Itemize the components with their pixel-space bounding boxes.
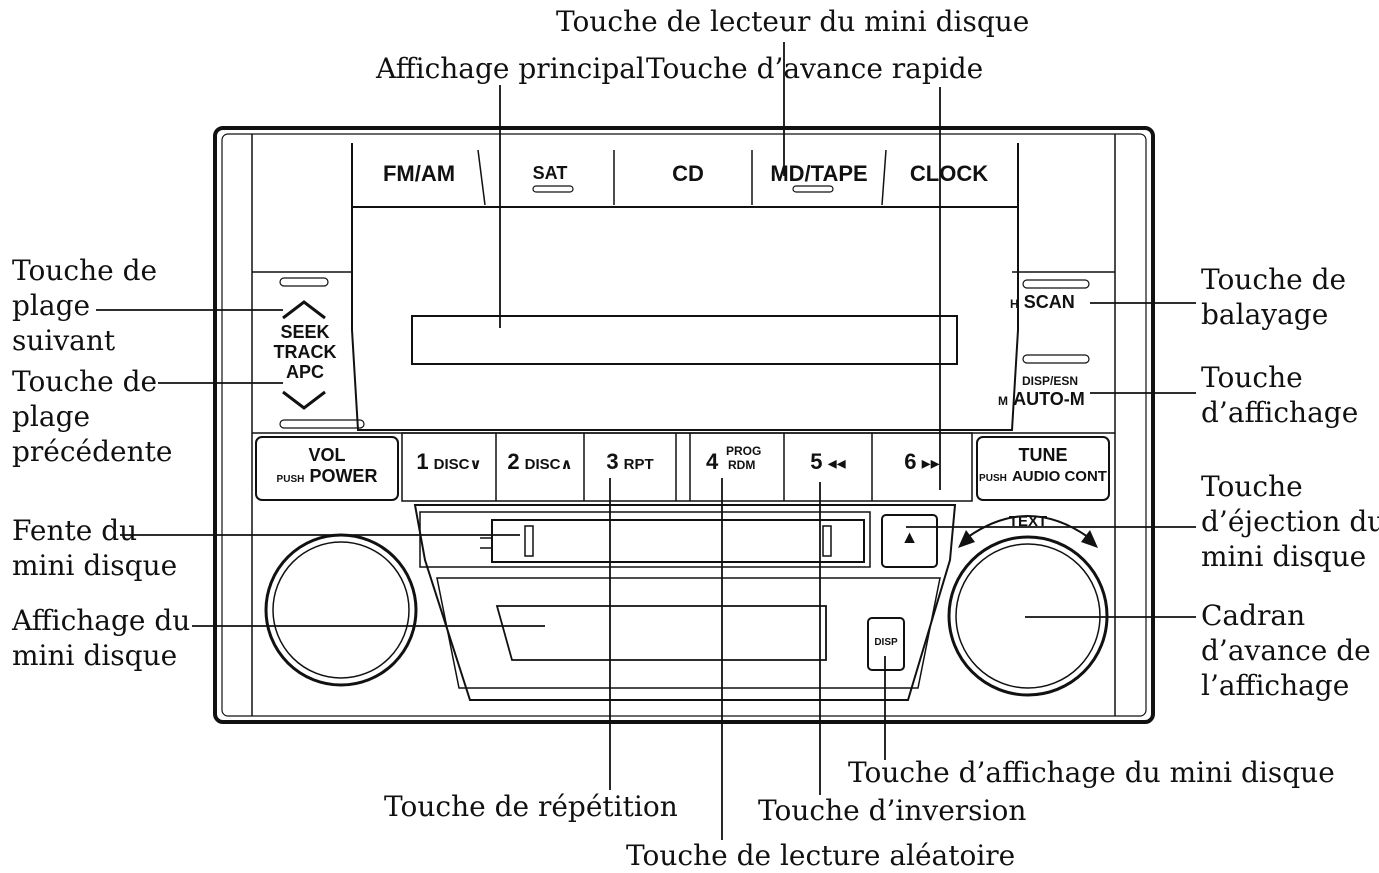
- clock-button[interactable]: CLOCK: [909, 161, 989, 186]
- preset-5-number: 5: [810, 449, 823, 474]
- label-reverse-key: Touche d’inversion: [758, 794, 1027, 827]
- eject-button[interactable]: ▲: [900, 527, 919, 547]
- label-random-key: Touche de lecture aléatoire: [626, 839, 1016, 872]
- sat-button[interactable]: SAT: [532, 163, 568, 183]
- disp-button[interactable]: DISP: [874, 637, 898, 648]
- label-repeat-key: Touche de répétition: [384, 790, 678, 823]
- tune-push-label: PUSH: [979, 473, 1007, 484]
- seek-track-button[interactable]: SEEK TRACK APC: [270, 322, 340, 382]
- label-main-display: Affichage principal: [376, 52, 645, 85]
- display-advance-dial[interactable]: [949, 537, 1107, 695]
- label-md-display-key: Touche d’affichage du mini disque: [848, 756, 1335, 789]
- tune-label: TUNE: [1018, 445, 1068, 465]
- preset-6-button[interactable]: 6 ▸▸: [872, 449, 972, 475]
- apc-label: APC: [285, 362, 324, 382]
- left-knob[interactable]: [266, 535, 416, 685]
- preset-3-number: 3: [606, 449, 619, 474]
- preset-1-number: 1: [416, 449, 429, 474]
- preset-5-button[interactable]: 5 ◂◂: [784, 449, 872, 475]
- cd-button[interactable]: CD: [672, 161, 704, 186]
- preset-1-button[interactable]: 1 DISC∨: [402, 449, 496, 475]
- rewind-icon: ◂◂: [827, 453, 846, 473]
- audio-cont-label: AUDIO CONT: [1011, 468, 1107, 485]
- md-tape-button[interactable]: MD/TAPE: [770, 161, 868, 186]
- preset-1-label: DISC∨: [433, 456, 482, 473]
- preset-2-label: DISC∧: [524, 456, 573, 473]
- disp-esn-label: DISP/ESN: [1021, 374, 1078, 388]
- fast-forward-icon: ▸▸: [921, 453, 940, 473]
- auto-m-label: AUTO-M: [1013, 389, 1085, 409]
- power-label: POWER: [309, 466, 378, 486]
- text-label: TEXT: [1008, 513, 1048, 530]
- preset-6-number: 6: [904, 449, 917, 474]
- seek-label: SEEK: [280, 322, 330, 342]
- head-unit-housing: [213, 126, 1155, 724]
- label-md-player-key: Touche de lecteur du mini disque: [556, 5, 1030, 38]
- tune-audio-button[interactable]: TUNE PUSH AUDIO CONT: [977, 445, 1109, 489]
- label-fast-forward-key: Touche d’avance rapide: [646, 52, 984, 85]
- track-label: TRACK: [273, 342, 337, 362]
- vol-label: VOL: [308, 445, 346, 465]
- auto-m-button[interactable]: M AUTO-M: [998, 389, 1085, 410]
- scan-button[interactable]: H SCAN: [1010, 292, 1075, 313]
- scan-label: SCAN: [1023, 292, 1075, 312]
- preset-3-button[interactable]: 3 RPT: [584, 449, 676, 475]
- fm-am-button[interactable]: FM/AM: [382, 161, 456, 186]
- vol-push-label: PUSH: [276, 474, 305, 485]
- preset-4-label-prog: PROG: [726, 444, 762, 458]
- vol-power-button[interactable]: VOL PUSH POWER: [256, 445, 398, 490]
- preset-4-label-rdm: RDM: [728, 458, 756, 472]
- preset-2-number: 2: [507, 449, 520, 474]
- auto-m-prefix: M: [998, 394, 1008, 408]
- text-arrowheads: [958, 530, 1098, 548]
- scan-prefix: H: [1010, 297, 1019, 311]
- preset-3-label: RPT: [623, 456, 654, 473]
- preset-2-button[interactable]: 2 DISC∧: [496, 449, 584, 475]
- leader-lines: [96, 42, 1196, 840]
- preset-4-number: 4: [706, 449, 719, 474]
